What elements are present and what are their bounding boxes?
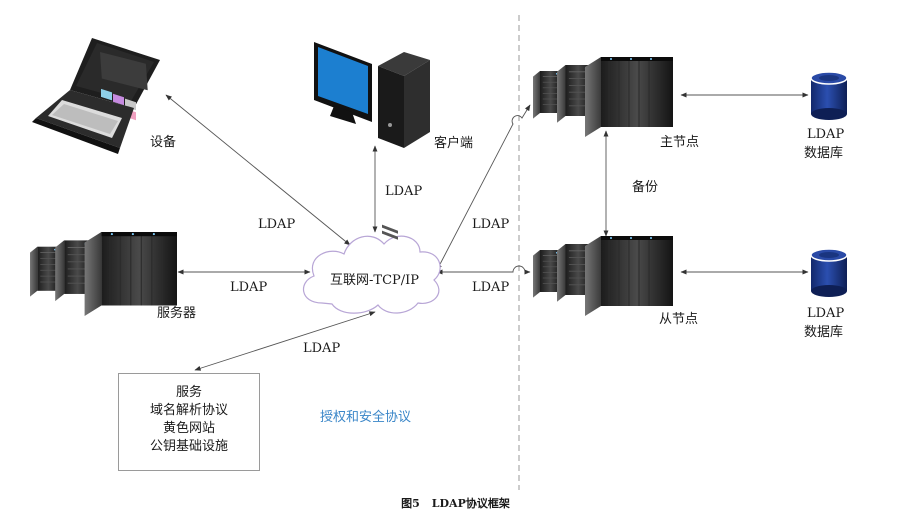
label-master: 主节点 [660, 135, 700, 150]
label-backup: 备份 [632, 180, 659, 195]
link-slave-cloud [436, 265, 531, 275]
label-auth-security: 授权和安全协议 [320, 410, 412, 425]
label-client: 客户端 [434, 136, 474, 151]
label-db-top-line2: 数据库 [804, 146, 844, 161]
label-db-bottom-line2: 数据库 [804, 325, 844, 340]
database-icon-bottom [810, 248, 848, 298]
laptop-icon [32, 38, 160, 154]
services-box-line: 域名解析协议 [149, 403, 228, 418]
master-server-rack-icon [533, 57, 673, 137]
label-device: 设备 [150, 135, 177, 150]
link-master-cloud [436, 104, 531, 271]
services-box: 服务 域名解析协议 黄色网站 公钥基础设施 [118, 373, 260, 471]
label-link-box: LDAP [303, 341, 341, 356]
label-link-server: LDAP [230, 280, 268, 295]
link-box-cloud [194, 311, 376, 371]
services-box-line: 公钥基础设施 [149, 439, 228, 454]
label-link-client: LDAP [385, 184, 423, 199]
label-cloud: 互联网-TCP/IP [330, 273, 420, 288]
link-device-cloud [165, 94, 351, 246]
figure-caption: 图5 LDAP协议框架 [0, 495, 911, 511]
slave-server-rack-icon [533, 236, 673, 316]
label-link-device: LDAP [258, 217, 296, 232]
database-icon-top [810, 71, 848, 121]
server-rack-icon [30, 232, 177, 316]
label-server: 服务器 [157, 306, 197, 321]
label-slave: 从节点 [659, 312, 699, 327]
internet-cloud [303, 235, 441, 314]
desktop-computer-icon [314, 42, 430, 240]
label-link-slave: LDAP [472, 280, 510, 295]
services-box-line: 服务 [175, 385, 202, 400]
label-db-bottom-line1: LDAP [807, 306, 845, 321]
caption-title: LDAP协议框架 [431, 497, 510, 510]
caption-number: 图5 [401, 497, 420, 510]
services-box-line: 黄色网站 [162, 421, 215, 436]
label-link-master: LDAP [472, 217, 510, 232]
label-db-top-line1: LDAP [807, 127, 845, 142]
